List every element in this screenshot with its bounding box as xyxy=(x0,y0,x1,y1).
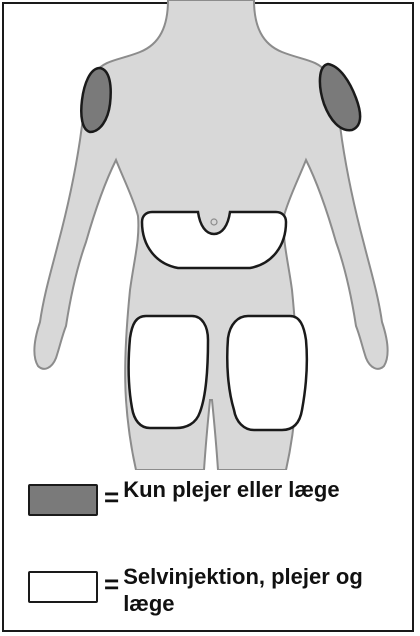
body-figure xyxy=(0,0,420,470)
right-thigh-zone xyxy=(227,316,307,430)
left-thigh-zone xyxy=(129,316,208,428)
